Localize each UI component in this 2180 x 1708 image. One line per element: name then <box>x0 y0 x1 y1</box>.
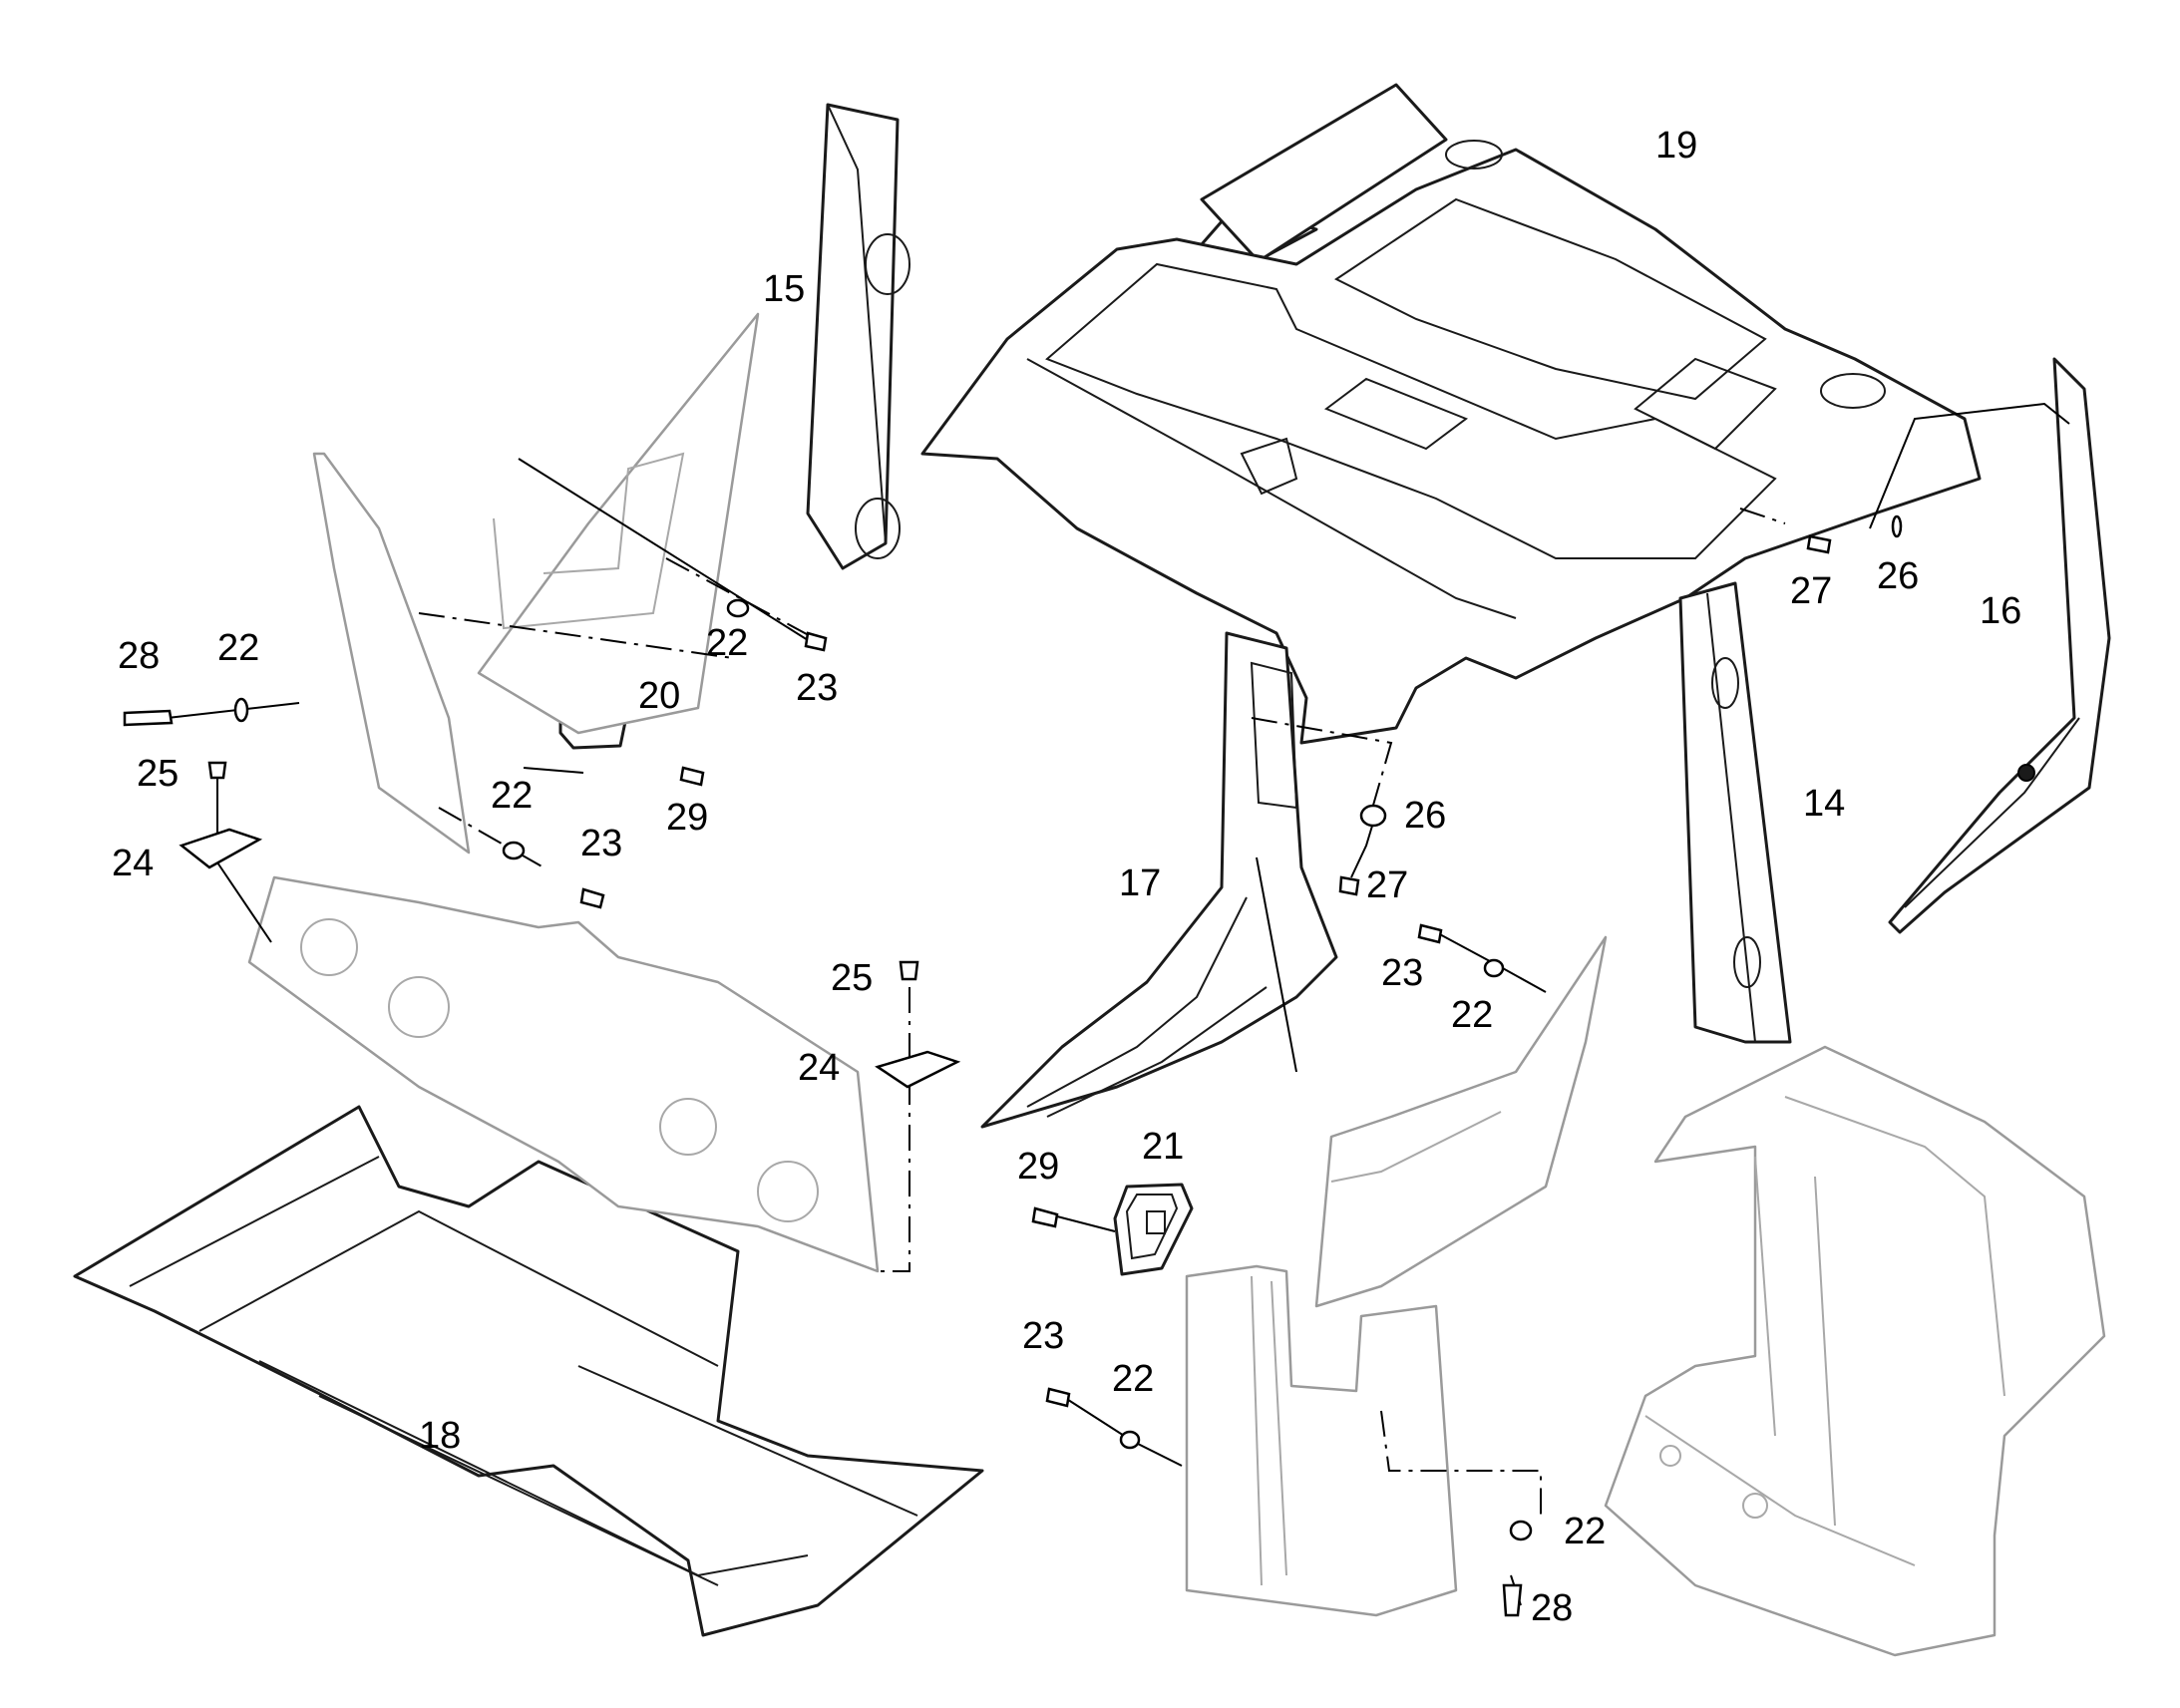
callout-22-mid: 22 <box>491 775 533 817</box>
hardware <box>123 514 1903 1617</box>
ghost-cab-assembly <box>1604 1045 2106 1657</box>
callout-21: 21 <box>1142 1126 1184 1168</box>
washer-26-right <box>1891 514 1903 538</box>
callout-25-right: 25 <box>831 957 873 999</box>
part-16-trim-strip <box>1888 357 2111 934</box>
washer-22-b <box>502 841 526 860</box>
callout-17: 17 <box>1119 862 1161 904</box>
part-18-floor-mat <box>73 1105 984 1637</box>
callout-22-bottom: 22 <box>1564 1511 1606 1552</box>
screw-28-left <box>123 709 174 727</box>
callout-22-left: 22 <box>217 627 259 669</box>
callout-26-right: 26 <box>1877 555 1919 597</box>
washer-22-left <box>233 697 249 723</box>
callout-24-right: 24 <box>798 1047 840 1089</box>
callout-20: 20 <box>638 675 680 717</box>
callouts: 19 15 27 26 16 28 22 22 23 20 29 25 22 2… <box>112 125 2021 1629</box>
part-15-pillar <box>806 103 910 570</box>
screw-23-c <box>1417 923 1443 944</box>
washer-22-d <box>1119 1430 1141 1450</box>
callout-19: 19 <box>1655 125 1697 167</box>
callout-23-upper: 23 <box>796 667 838 709</box>
callout-22-right: 22 <box>1451 994 1493 1036</box>
callout-27-right: 27 <box>1790 570 1832 612</box>
ghost-left-panel-lower <box>312 452 471 854</box>
screw-25-left <box>207 761 227 780</box>
part-17-b-pillar-trim <box>980 631 1338 1129</box>
callout-23-right: 23 <box>1381 952 1423 994</box>
callout-24-left: 24 <box>112 843 154 884</box>
ghost-left-panel-upper <box>477 312 760 735</box>
callout-15: 15 <box>763 268 805 310</box>
callout-28-bottom: 28 <box>1531 1587 1573 1629</box>
callout-18: 18 <box>419 1415 461 1457</box>
callout-26-center: 26 <box>1404 795 1446 837</box>
callout-22-lower: 22 <box>1112 1358 1154 1400</box>
plate-24-left <box>179 828 263 869</box>
leader-lines <box>167 402 2070 1606</box>
screw-28-right <box>1502 1583 1523 1617</box>
callout-27-center: 27 <box>1366 864 1408 906</box>
part-21-grommet <box>1113 1183 1194 1276</box>
screw-23-a <box>804 631 828 652</box>
screw-29-b <box>1031 1206 1059 1228</box>
screw-25-right <box>899 960 919 981</box>
callout-28-left: 28 <box>118 635 160 677</box>
washer-22-a <box>726 598 750 618</box>
callout-16: 16 <box>1980 590 2021 632</box>
ghost-right-panel-lower <box>1185 1264 1458 1617</box>
screw-27-center <box>1338 875 1360 896</box>
screw-23-b <box>579 887 605 909</box>
callout-23-mid: 23 <box>580 823 622 864</box>
callout-23-lower: 23 <box>1022 1315 1064 1357</box>
callout-22-upper: 22 <box>706 622 748 664</box>
part-14-pillar <box>1678 581 1792 1044</box>
callout-25-left: 25 <box>137 753 179 795</box>
washer-22-e <box>1509 1520 1533 1541</box>
ghost-right-panel-upper <box>1314 935 1608 1308</box>
ghost-rear-console <box>247 875 880 1273</box>
plate-24-right <box>875 1050 961 1089</box>
screw-27-right <box>1806 534 1832 554</box>
callout-29-lower: 29 <box>1017 1146 1059 1188</box>
callout-29-upper: 29 <box>666 797 708 839</box>
washer-22-c <box>1483 958 1505 978</box>
screw-29-a <box>679 766 705 787</box>
screw-23-d <box>1045 1387 1071 1408</box>
part-19-headliner <box>920 83 1982 745</box>
washer-26-center <box>1359 804 1387 828</box>
callout-14: 14 <box>1803 783 1845 825</box>
